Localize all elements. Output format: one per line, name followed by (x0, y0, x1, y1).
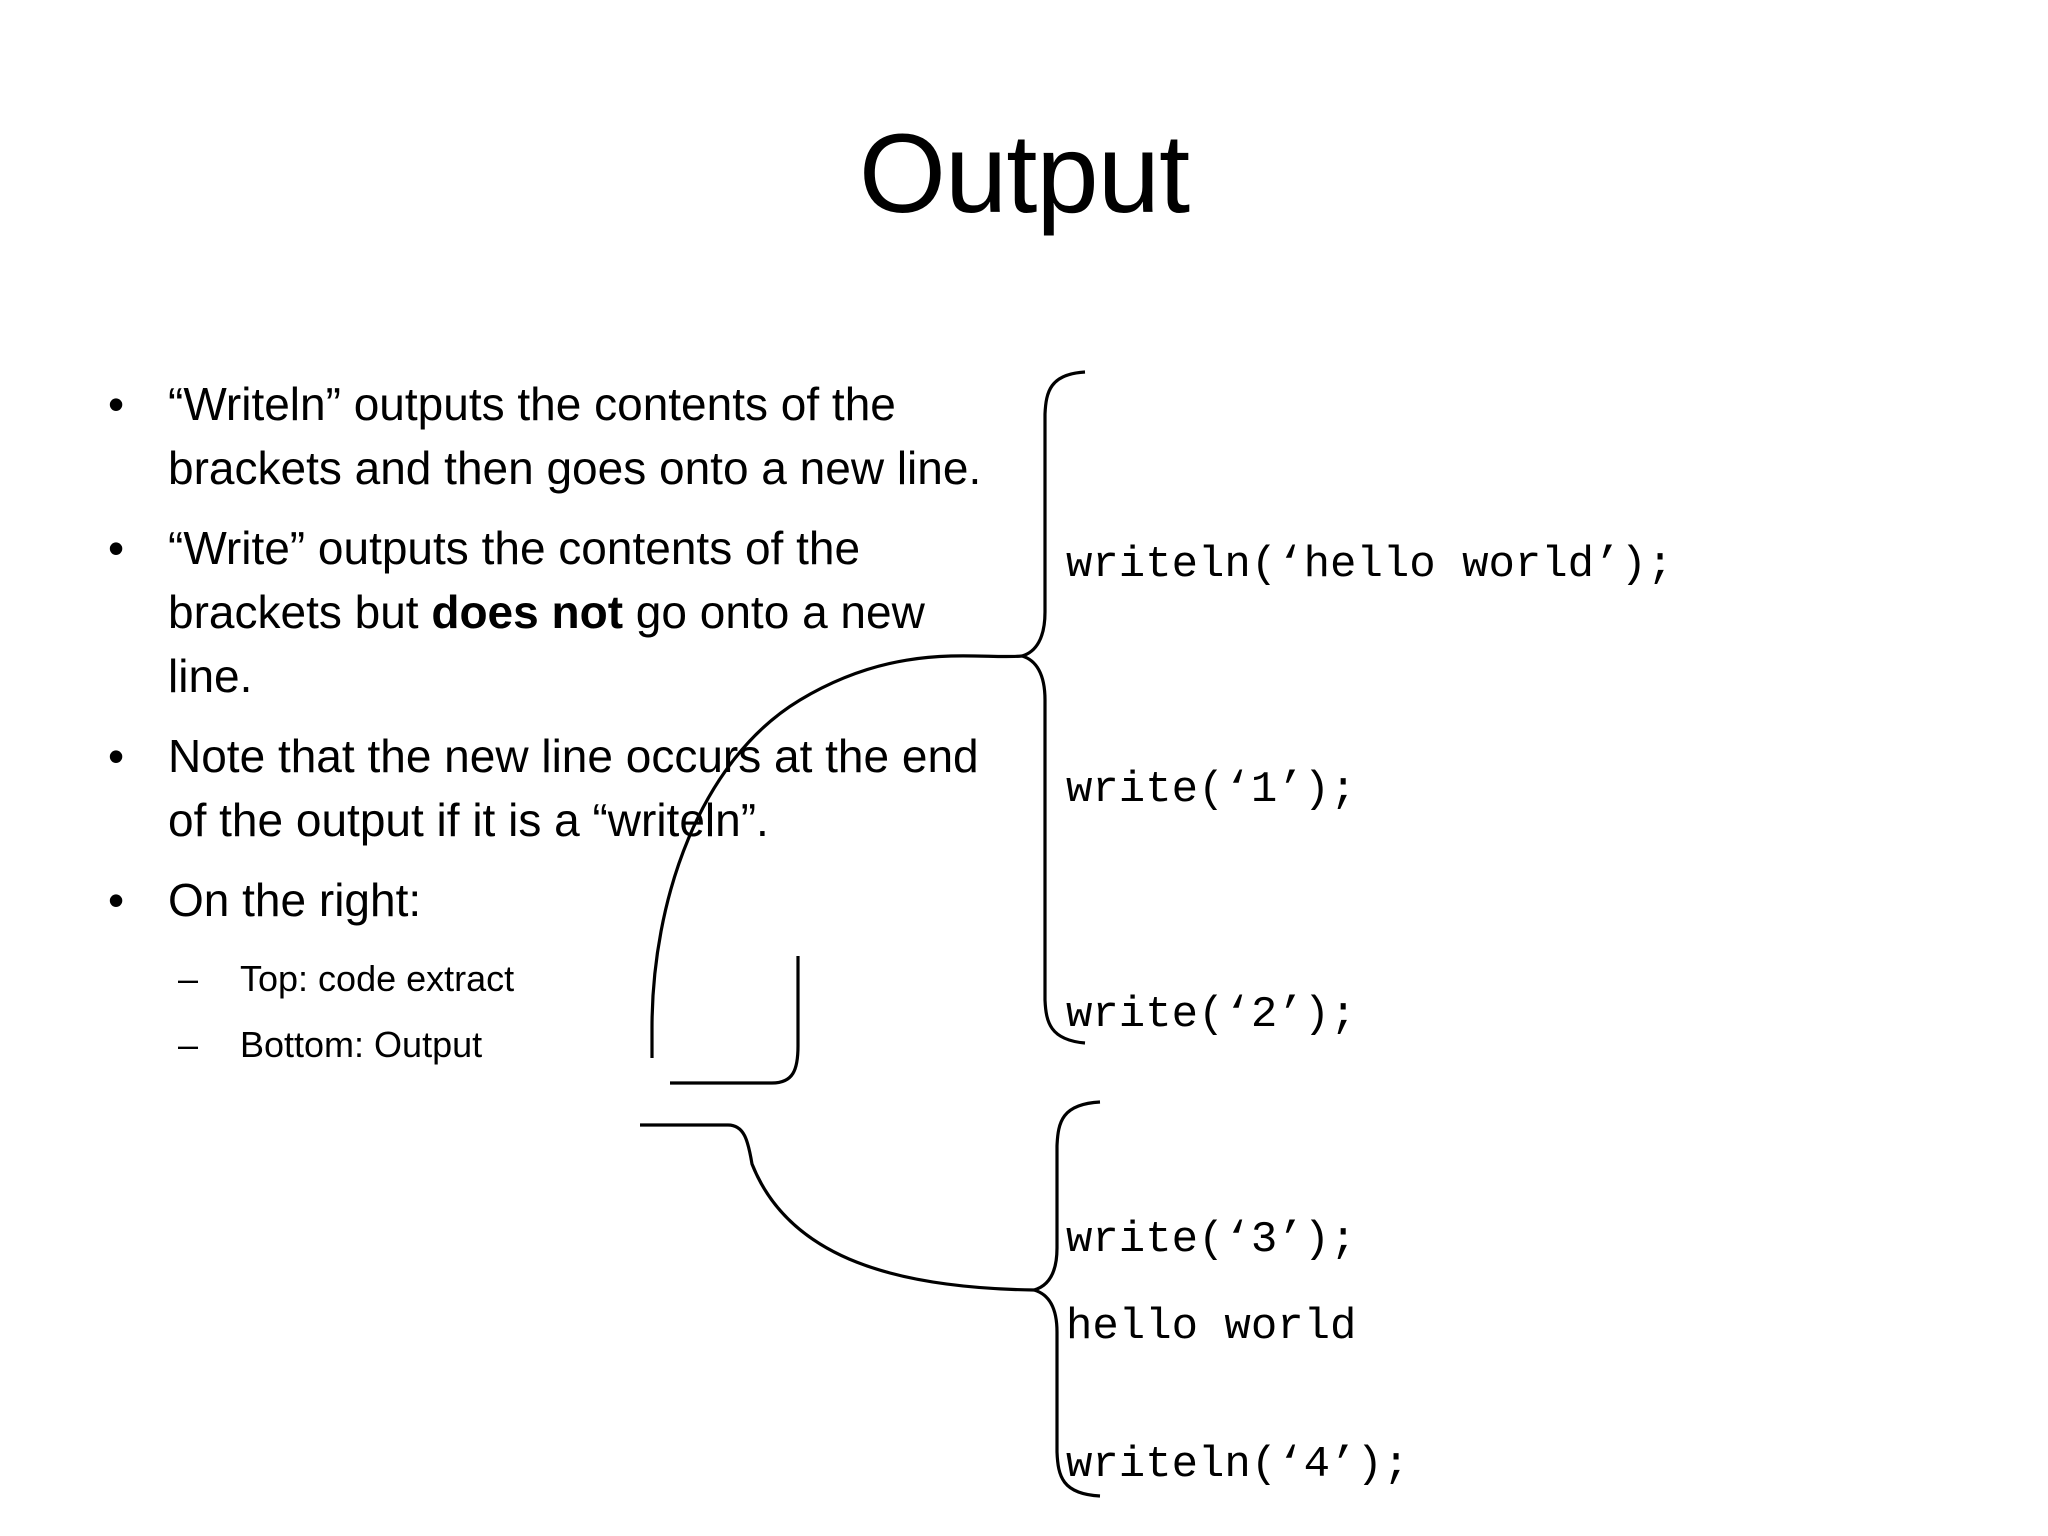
output-line: 1234 (1066, 1522, 1356, 1536)
code-line: write(‘3’); (1066, 1215, 1357, 1265)
bullet-item-newline-note: • Note that the new line occurs at the e… (100, 724, 1000, 852)
bullet-item-writeln: • “Writeln” outputs the contents of the … (100, 372, 1000, 500)
bullet-text-part-2: go onto a new line. (168, 586, 925, 702)
bullet-marker-icon: • (108, 874, 125, 926)
bullet-marker-icon: • (108, 730, 125, 782)
bullet-item-on-the-right: • On the right: (100, 868, 1000, 932)
bullet-text: “Write” outputs the contents of the brac… (168, 516, 1000, 708)
program-output-block: hello world 1234 5 6 7 (1066, 1132, 1356, 1536)
output-leader-line (640, 1123, 1035, 1292)
sub-bullet-text: Top: code extract (240, 958, 515, 999)
code-extract-block: writeln(‘hello world’); write(‘1’); writ… (1066, 378, 1673, 1536)
code-line: write(‘2’); (1066, 990, 1357, 1040)
bullet-text: On the right: (168, 874, 422, 926)
dash-marker-icon: – (178, 958, 199, 999)
bullet-text: Note that the new line occurs at the end… (168, 730, 979, 846)
sub-bullet-item-top: – Top: code extract (100, 948, 1000, 1010)
code-line: write(‘1’); (1066, 765, 1357, 815)
sub-bullet-text: Bottom: Output (240, 1024, 483, 1065)
code-line: writeln(‘4’); (1066, 1440, 1410, 1490)
bullet-marker-icon: • (108, 522, 125, 574)
bullet-text-part-1: “Write” outputs the contents of the brac… (168, 522, 861, 638)
bullet-list: • “Writeln” outputs the contents of the … (100, 372, 1000, 1080)
page-title: Output (858, 111, 1190, 236)
bullet-text: “Writeln” outputs the contents of the br… (168, 378, 982, 494)
sub-bullet-item-bottom: – Bottom: Output (100, 1014, 1000, 1076)
code-line: writeln(‘hello world’); (1066, 540, 1674, 590)
output-line: hello world (1066, 1302, 1357, 1352)
dash-marker-icon: – (178, 1024, 199, 1065)
bullet-marker-icon: • (108, 378, 125, 430)
bullet-text-emphasis: does not (431, 586, 624, 638)
bullet-item-write: • “Write” outputs the contents of the br… (100, 516, 1000, 708)
